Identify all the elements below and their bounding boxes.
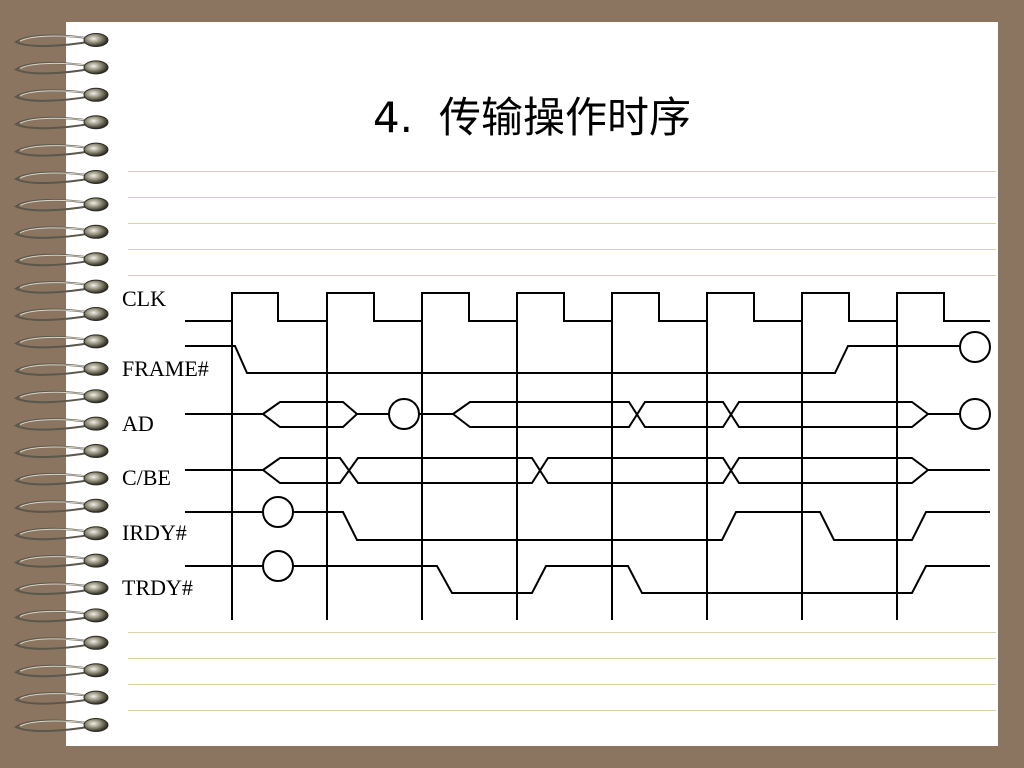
spiral-ring-icon	[14, 663, 109, 678]
signal-label-frame: FRAME#	[122, 356, 209, 381]
notebook-paper: 4. 传输操作时序	[66, 22, 998, 746]
ruled-line	[128, 171, 996, 172]
spiral-ring-icon	[14, 307, 109, 322]
title-text: 传输操作时序	[439, 93, 692, 142]
spiral-binding	[14, 33, 109, 733]
ruled-line	[128, 249, 996, 250]
spiral-ring-icon	[14, 33, 109, 48]
irdy-waveform	[294, 511, 990, 541]
spiral-ring-icon	[14, 718, 109, 733]
frame-turnaround-circle	[959, 331, 991, 363]
spiral-ring-icon	[14, 498, 109, 513]
spiral-ring-icon	[14, 115, 109, 130]
signal-label-clk: CLK	[122, 286, 166, 311]
spiral-ring-icon	[14, 334, 109, 349]
ruled-line	[128, 684, 996, 685]
spiral-ring-icon	[14, 608, 109, 623]
ad-data-bus-bottom	[452, 401, 929, 428]
frame-waveform-left	[185, 345, 960, 374]
signal-label-ad: AD	[122, 411, 154, 436]
spiral-ring-icon	[14, 444, 109, 459]
spiral-ring-icon	[14, 170, 109, 185]
spiral-ring-icon	[14, 60, 109, 75]
spiral-ring-icon	[14, 581, 109, 596]
cbe-bus-top	[262, 457, 929, 484]
clk-waveform	[185, 292, 990, 322]
ad-turnaround-circle	[388, 398, 420, 430]
ruled-line	[128, 710, 996, 711]
signal-label-irdy: IRDY#	[122, 520, 187, 545]
signal-label-cbe: C/BE	[122, 465, 171, 490]
signal-label-trdy: TRDY#	[122, 575, 193, 600]
ruled-line	[128, 223, 996, 224]
spiral-ring-icon	[14, 526, 109, 541]
spiral-ring-icon	[14, 224, 109, 239]
irdy-turnaround-circle	[262, 496, 294, 528]
ad-data-bus-top	[452, 401, 929, 428]
spiral-ring-icon	[14, 471, 109, 486]
ruled-line	[128, 632, 996, 633]
ruled-line	[128, 658, 996, 659]
spiral-ring-icon	[14, 553, 109, 568]
spiral-ring-icon	[14, 279, 109, 294]
spiral-ring-icon	[14, 690, 109, 705]
spiral-ring-icon	[14, 252, 109, 267]
clock-edge-lines	[231, 293, 898, 620]
spiral-ring-icon	[14, 416, 109, 431]
title-number: 4.	[372, 93, 414, 142]
ruled-line	[128, 275, 996, 276]
spiral-ring-icon	[14, 361, 109, 376]
ad-address-phase	[261, 401, 359, 428]
spiral-ring-icon	[14, 142, 109, 157]
ruled-line	[128, 197, 996, 198]
spiral-ring-icon	[14, 197, 109, 212]
spiral-ring-icon	[14, 635, 109, 650]
ad-end-circle	[959, 398, 991, 430]
trdy-waveform	[294, 565, 990, 594]
spiral-ring-icon	[14, 87, 109, 102]
cbe-bus-bottom	[262, 457, 929, 484]
trdy-turnaround-circle	[262, 550, 294, 582]
spiral-ring-icon	[14, 389, 109, 404]
slide-title: 4. 传输操作时序	[66, 84, 998, 145]
